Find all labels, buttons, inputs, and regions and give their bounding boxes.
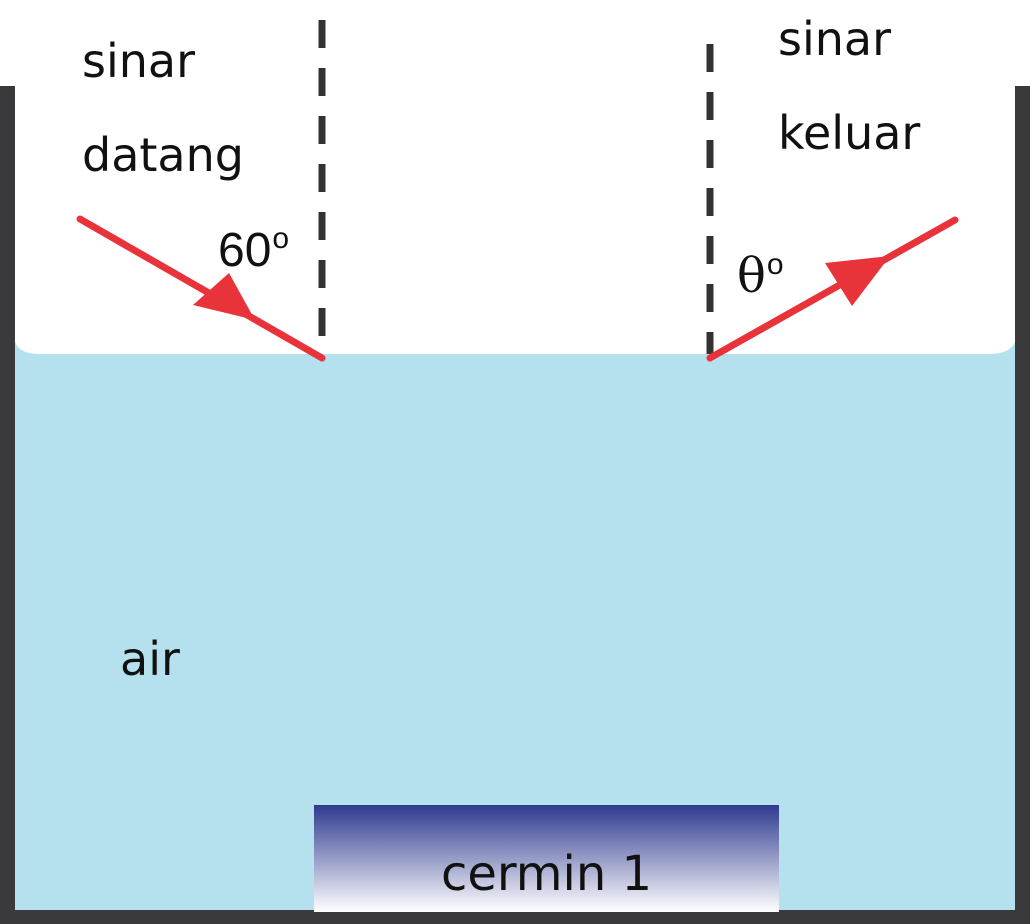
outgoing-angle-label: θo xyxy=(737,250,784,301)
outgoing-ray-label-line2: keluar xyxy=(778,106,921,160)
incident-angle-label: 60o xyxy=(218,224,289,275)
mirror xyxy=(314,805,779,912)
incident-ray xyxy=(76,215,326,362)
mirror-label: cermin 1 xyxy=(440,846,653,902)
incident-arrowhead xyxy=(193,273,255,320)
medium-label: air xyxy=(120,632,180,686)
water-body xyxy=(14,335,1016,912)
outgoing-angle-value: θ xyxy=(737,248,766,304)
container xyxy=(0,86,1030,924)
outgoing-ray-label-line1: sinar xyxy=(778,12,892,66)
container-left-wall xyxy=(0,86,15,924)
incident-ray-label-line1: sinar xyxy=(82,34,196,88)
outgoing-arrowhead xyxy=(825,256,890,306)
outgoing-degree-mark: o xyxy=(766,248,784,281)
incident-angle-value: 60 xyxy=(218,224,272,277)
outgoing-ray xyxy=(706,216,959,362)
container-bottom xyxy=(0,910,1030,924)
incident-ray-label-line2: datang xyxy=(82,128,244,182)
incident-degree-mark: o xyxy=(272,222,290,255)
container-right-wall xyxy=(1015,86,1030,924)
